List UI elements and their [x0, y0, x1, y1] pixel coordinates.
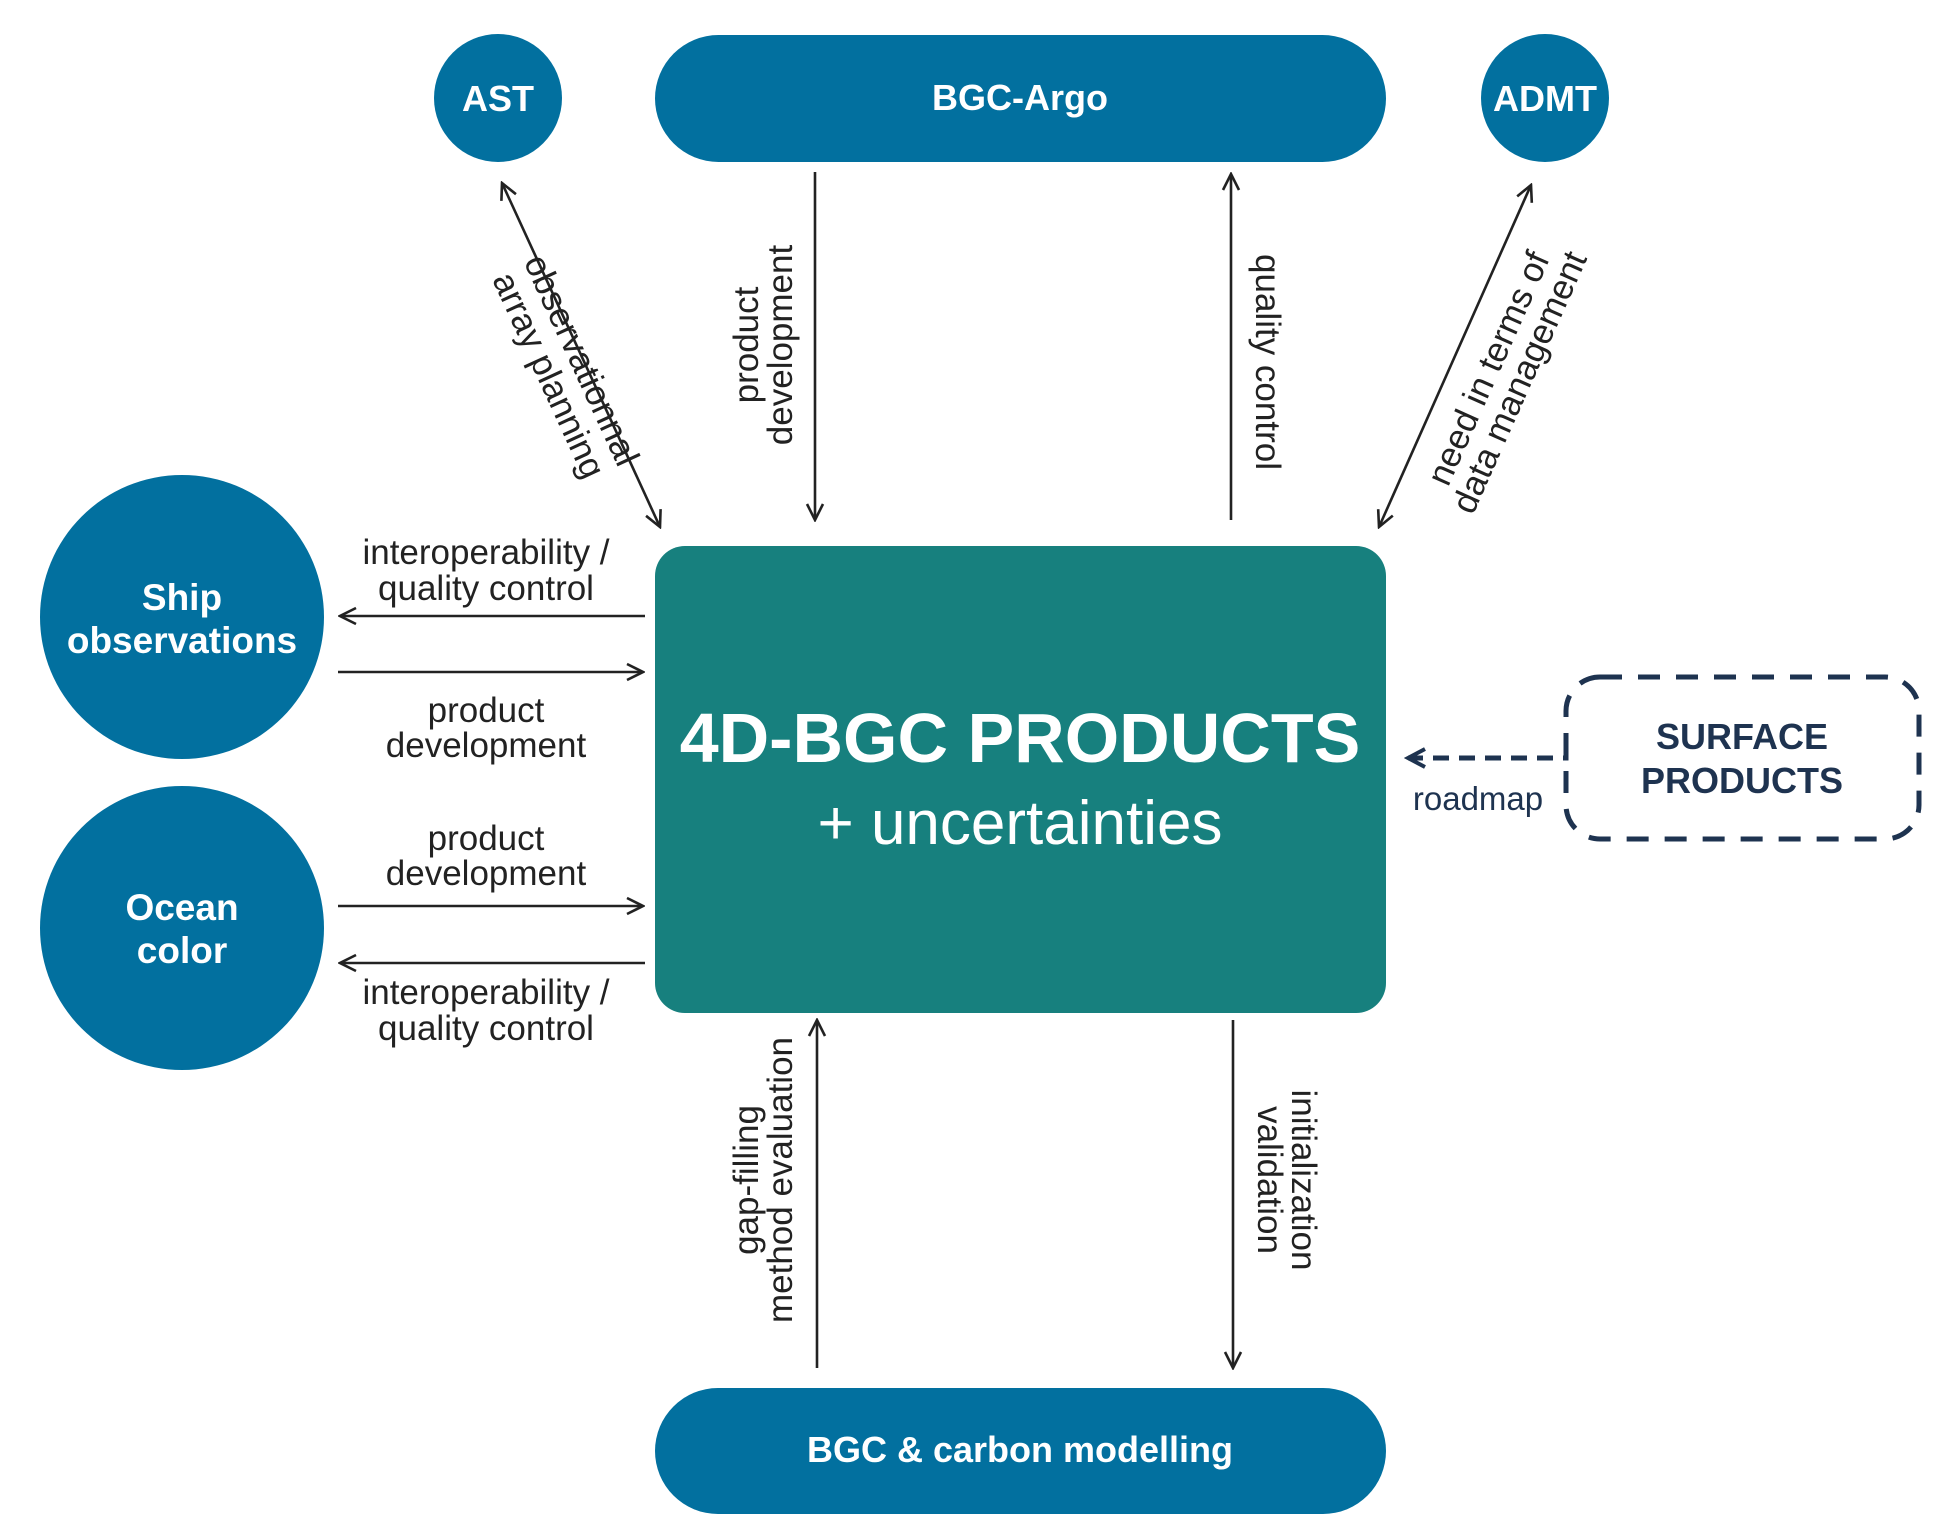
node-modelling: BGC & carbon modelling — [655, 1388, 1386, 1514]
ship-label-line1: Ship — [142, 577, 222, 618]
edge-argo-to-center: product development — [727, 172, 815, 520]
edge-surface-to-center: roadmap — [1408, 745, 1569, 817]
modelling-pill — [655, 1388, 1386, 1514]
center-to-ocean-label-line2: quality control — [378, 1009, 594, 1048]
node-admt: ADMT — [1481, 34, 1609, 162]
surface-label-line2: PRODUCTS — [1641, 760, 1843, 801]
bgc-argo-label: BGC-Argo — [932, 77, 1108, 118]
bgc-argo-pill — [655, 35, 1386, 162]
edge-modelling-to-center: gap-filling method evaluation — [727, 1020, 817, 1368]
edge-admt-center: need in terms of data management — [1379, 185, 1595, 527]
node-ocean-color: Ocean color — [40, 786, 324, 1070]
admt-circle — [1481, 34, 1609, 162]
ast-label: AST — [462, 78, 534, 119]
ship-circle — [40, 475, 324, 759]
center-to-ship-label-line1: interoperability / — [362, 533, 609, 572]
ship-to-center-label-line1: product — [428, 691, 545, 730]
surface-box — [1563, 674, 1922, 842]
edge-ast-center: observationnal array planning — [485, 183, 660, 527]
ocean-circle — [40, 786, 324, 1070]
node-ship-observations: Ship observations — [40, 475, 324, 759]
argo-to-center-label-line2: development — [761, 245, 800, 446]
center-to-modelling-label-line1: initialization — [1284, 1090, 1323, 1271]
ocean-to-center-label-line1: product — [428, 819, 545, 858]
center-subtitle: + uncertainties — [818, 789, 1223, 858]
center-to-modelling-label-line2: validation — [1250, 1106, 1289, 1254]
node-ast: AST — [434, 34, 562, 162]
ocean-label-line2: color — [137, 930, 227, 971]
center-title: 4D-BGC PRODUCTS — [680, 699, 1361, 777]
modelling-label: BGC & carbon modelling — [807, 1429, 1233, 1470]
node-bgc-argo: BGC-Argo — [655, 35, 1386, 162]
ship-to-center-label-line2: development — [386, 726, 587, 765]
center-to-argo-label: quality control — [1248, 254, 1287, 470]
modelling-to-center-label-line1: gap-filling — [727, 1105, 766, 1255]
center-box — [655, 546, 1386, 1013]
edge-center-to-argo: quality control — [1231, 174, 1287, 520]
node-center-products: 4D-BGC PRODUCTS + uncertainties — [655, 546, 1386, 1013]
ocean-to-center-label-line2: development — [386, 854, 587, 893]
ast-center-arrow — [502, 183, 660, 527]
ship-label-line2: observations — [67, 620, 297, 661]
edge-center-to-ocean: interoperability / quality control — [340, 963, 645, 1048]
center-to-ocean-label-line1: interoperability / — [362, 973, 609, 1012]
modelling-to-center-label-line2: method evaluation — [761, 1037, 800, 1323]
node-surface-products: SURFACE PRODUCTS — [1563, 674, 1922, 842]
edge-ship-to-center: product development — [338, 672, 643, 765]
surface-to-center-arrow — [1408, 745, 1569, 758]
edge-center-to-ship: interoperability / quality control — [340, 533, 645, 616]
argo-to-center-label-line1: product — [727, 286, 766, 403]
admt-center-arrow — [1379, 185, 1531, 527]
edge-center-to-modelling: initialization validation — [1233, 1020, 1323, 1368]
admt-label: ADMT — [1493, 78, 1597, 119]
center-to-ship-label-line2: quality control — [378, 569, 594, 608]
surface-label-line1: SURFACE — [1656, 716, 1828, 757]
ast-circle — [434, 34, 562, 162]
surface-to-center-label: roadmap — [1413, 780, 1543, 817]
edge-ocean-to-center: product development — [338, 819, 643, 906]
ocean-label-line1: Ocean — [125, 887, 238, 928]
